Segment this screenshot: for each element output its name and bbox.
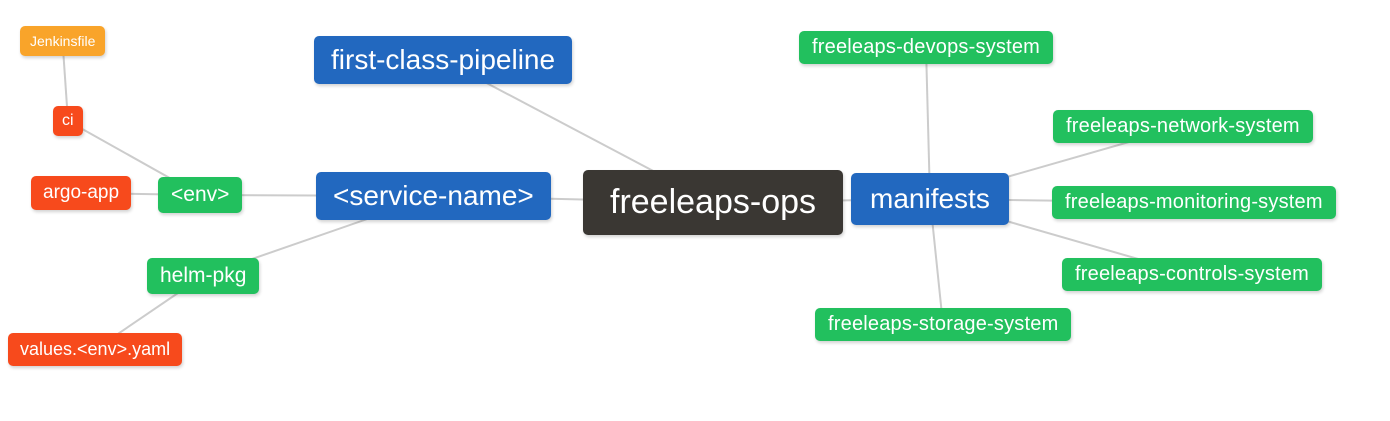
node-freeleaps-ops[interactable]: freeleaps-ops bbox=[583, 170, 844, 236]
node-freeleaps-network-system[interactable]: freeleaps-network-system bbox=[1053, 110, 1313, 143]
node-manifests[interactable]: manifests bbox=[851, 173, 1009, 226]
node-freeleaps-storage-system[interactable]: freeleaps-storage-system bbox=[815, 308, 1072, 341]
node-freeleaps-controls-system[interactable]: freeleaps-controls-system bbox=[1062, 258, 1322, 291]
node-argo-app[interactable]: argo-app bbox=[31, 176, 132, 210]
node-values-env-yaml[interactable]: values.<env>.yaml bbox=[8, 333, 183, 366]
node-freeleaps-devops-system[interactable]: freeleaps-devops-system bbox=[799, 31, 1054, 64]
node-jenkinsfile[interactable]: Jenkinsfile bbox=[20, 26, 106, 57]
node-service-name[interactable]: <service-name> bbox=[316, 172, 551, 221]
node-first-class-pipeline[interactable]: first-class-pipeline bbox=[314, 36, 573, 85]
node-freeleaps-monitoring-system[interactable]: freeleaps-monitoring-system bbox=[1052, 186, 1336, 219]
node-helm-pkg[interactable]: helm-pkg bbox=[147, 258, 260, 295]
node-env[interactable]: <env> bbox=[158, 177, 243, 214]
node-ci[interactable]: ci bbox=[53, 106, 83, 137]
